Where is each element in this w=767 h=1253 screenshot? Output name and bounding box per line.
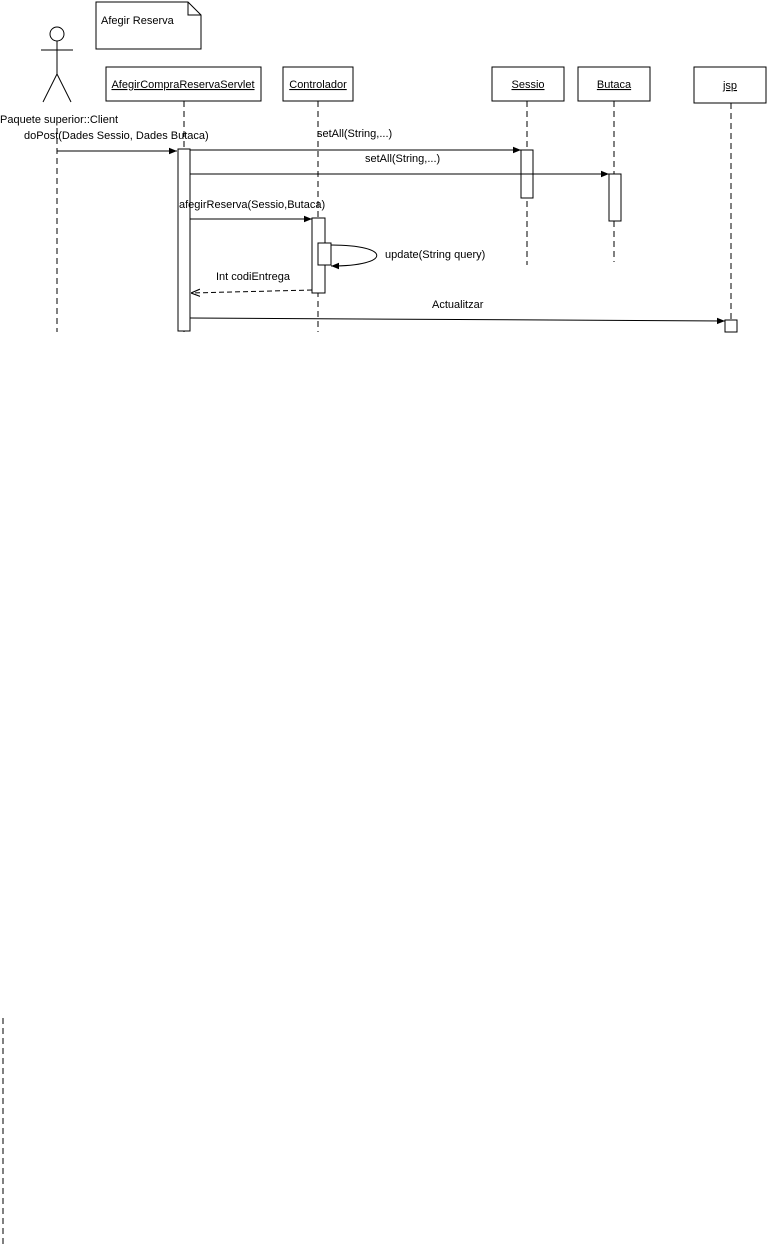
butaca-activation [608,173,622,222]
message-return: Int codiEntrega [191,271,313,293]
message-doPost: doPost(Dades Sessio, Dades Butaca) [24,130,209,155]
actor-client: Paquete superior::Client [0,26,118,126]
controlador-nested-activation [317,242,332,266]
note-text: Afegir Reserva [101,15,175,27]
message-actualitzar-label: Actualitzar [432,299,484,311]
message-afegirReserva-label: afegirReserva(Sessio,Butaca) [179,199,325,211]
servlet-activation [177,148,191,332]
message-doPost-label: doPost(Dades Sessio, Dades Butaca) [24,130,209,142]
message-setAll-sessio: setAll(String,...) [190,128,521,154]
object-butaca-label: Butaca [597,79,632,91]
object-controlador-label: Controlador [289,79,347,91]
object-jsp: jsp [693,66,767,104]
actor-label: Paquete superior::Client [0,114,118,126]
message-setAll-sessio-label: setAll(String,...) [317,128,392,140]
actor-head-icon [49,26,65,42]
object-servlet: AfegirCompraReservaServlet [105,66,262,102]
message-update-label: update(String query) [385,249,485,261]
jsp-activation [724,319,738,333]
message-update: update(String query) [330,244,485,270]
message-setAll-butaca-label: setAll(String,...) [365,153,440,165]
object-controlador: Controlador [282,66,354,102]
message-actualitzar: Actualitzar [189,299,726,325]
note-afegir-reserva: Afegir Reserva [95,1,202,50]
object-servlet-label: AfegirCompraReservaServlet [111,79,254,91]
object-sessio: Sessio [491,66,565,102]
message-setAll-butaca: setAll(String,...) [190,153,609,178]
object-butaca: Butaca [577,66,651,102]
object-sessio-label: Sessio [511,79,544,91]
message-afegirReserva: afegirReserva(Sessio,Butaca) [179,199,325,223]
object-jsp-label: jsp [722,80,737,92]
message-return-label: Int codiEntrega [216,271,291,283]
